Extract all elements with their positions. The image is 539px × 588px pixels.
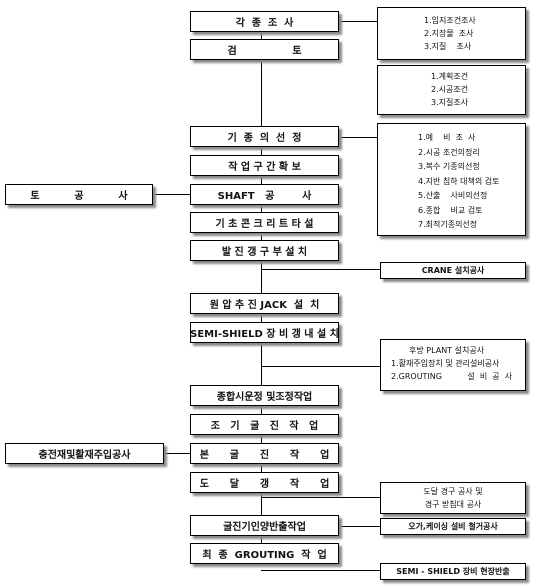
arrival-item: 도달 경구 공사 및 [423, 487, 483, 496]
step-jack-install: 원 압 추 진 JACK 설 치 [190, 293, 339, 314]
step-survey: 각 종 조 사 [190, 11, 339, 32]
box-arrival-portal: 도달 경구 공사 및 경구 받침대 공사 [380, 482, 526, 514]
box-survey-detail: 1.입지조건조사 2.지장물 조사 3.지질 조사 [377, 7, 526, 60]
selection-item: 6.종합 비교 검토 [418, 205, 483, 215]
plant-item: 1.활재주입장치 및 관리설비공사 [391, 359, 500, 368]
step-commissioning: 종합시운정 및조정작업 [190, 385, 339, 406]
step-machine-removal: 굴진기인양반출작업 [190, 515, 339, 536]
step-shield-install: SEMI-SHIELD 장 비 갱 내 설 치 [190, 322, 339, 343]
box-review-detail: 1.계획조건 2.시공조건 3.지질조사 [377, 65, 526, 115]
review-item: 3.지질조사 [431, 98, 469, 107]
selection-item: 1.예 비 조 사 [418, 133, 476, 142]
connector-removal [339, 526, 380, 527]
box-shield-transport: SEMI - SHIELD 장비 현장반출 [380, 563, 526, 580]
survey-item: 1.입지조건조사 [424, 16, 476, 25]
connector-arrival [261, 497, 380, 498]
box-earthwork: 토 공 사 [5, 184, 153, 205]
connector-shield-out [261, 570, 380, 571]
step-review: 검 토 [190, 39, 339, 60]
selection-item: 2.시공 조건의정리 [418, 147, 480, 157]
plant-item: 2.GROUTING 설 비 공 사 [391, 372, 513, 381]
review-item: 1.계획조건 [431, 72, 469, 81]
step-work-section: 작 업 구 간 확 보 [190, 155, 339, 176]
step-foundation-concrete: 기 초 콘 크 리 트 타 설 [190, 212, 339, 233]
step-final-grouting: 최 종 GROUTING 작 업 [190, 543, 339, 564]
box-selection-detail: 1.예 비 조 사 2.시공 조건의정리 3.복수 기종의선정 4.지반 침하 … [377, 123, 526, 236]
arrival-item: 경구 받침대 공사 [424, 500, 482, 509]
step-arrival-shaft: 도 달 갱 작 업 [190, 472, 339, 493]
selection-item: 5.산출 사비의선정 [418, 191, 488, 200]
step-launch-portal: 발 진 갱 구 부 설 치 [190, 240, 339, 261]
selection-item: 7.최적기종의선정 [418, 220, 478, 229]
box-plant-install: 후방 PLANT 설치공사 1.활재주입장치 및 관리설비공사 2.GROUTI… [380, 339, 526, 391]
selection-item: 3.복수 기종의선정 [418, 162, 480, 171]
box-crane-install: CRANE 설치공사 [380, 262, 526, 279]
survey-item: 2.지장물 조사 [424, 29, 474, 38]
survey-item: 3.지질 조사 [424, 42, 472, 51]
connector-survey [339, 21, 377, 22]
step-selection: 기 종 의 선 정 [190, 126, 339, 147]
connector-earthwork [153, 194, 190, 195]
step-initial-excavation: 조 기 굴 진 작 업 [190, 414, 339, 435]
step-main-excavation: 본 굴 진 작 업 [190, 443, 339, 464]
connector-crane [261, 269, 380, 270]
connector-backfill [164, 453, 190, 454]
plant-item: 후방 PLANT 설치공사 [409, 346, 485, 355]
box-casing-removal: 오가,케이싱 설비 철거공사 [380, 518, 526, 535]
selection-item: 4.지반 침하 대책의 검토 [418, 176, 500, 186]
step-shaft: SHAFT 공 사 [190, 184, 339, 205]
connector-plant [261, 366, 380, 367]
connector-selection [339, 137, 377, 138]
review-item: 2.시공조건 [431, 85, 469, 94]
box-backfill-injection: 충전재및활재주입공사 [5, 443, 164, 464]
